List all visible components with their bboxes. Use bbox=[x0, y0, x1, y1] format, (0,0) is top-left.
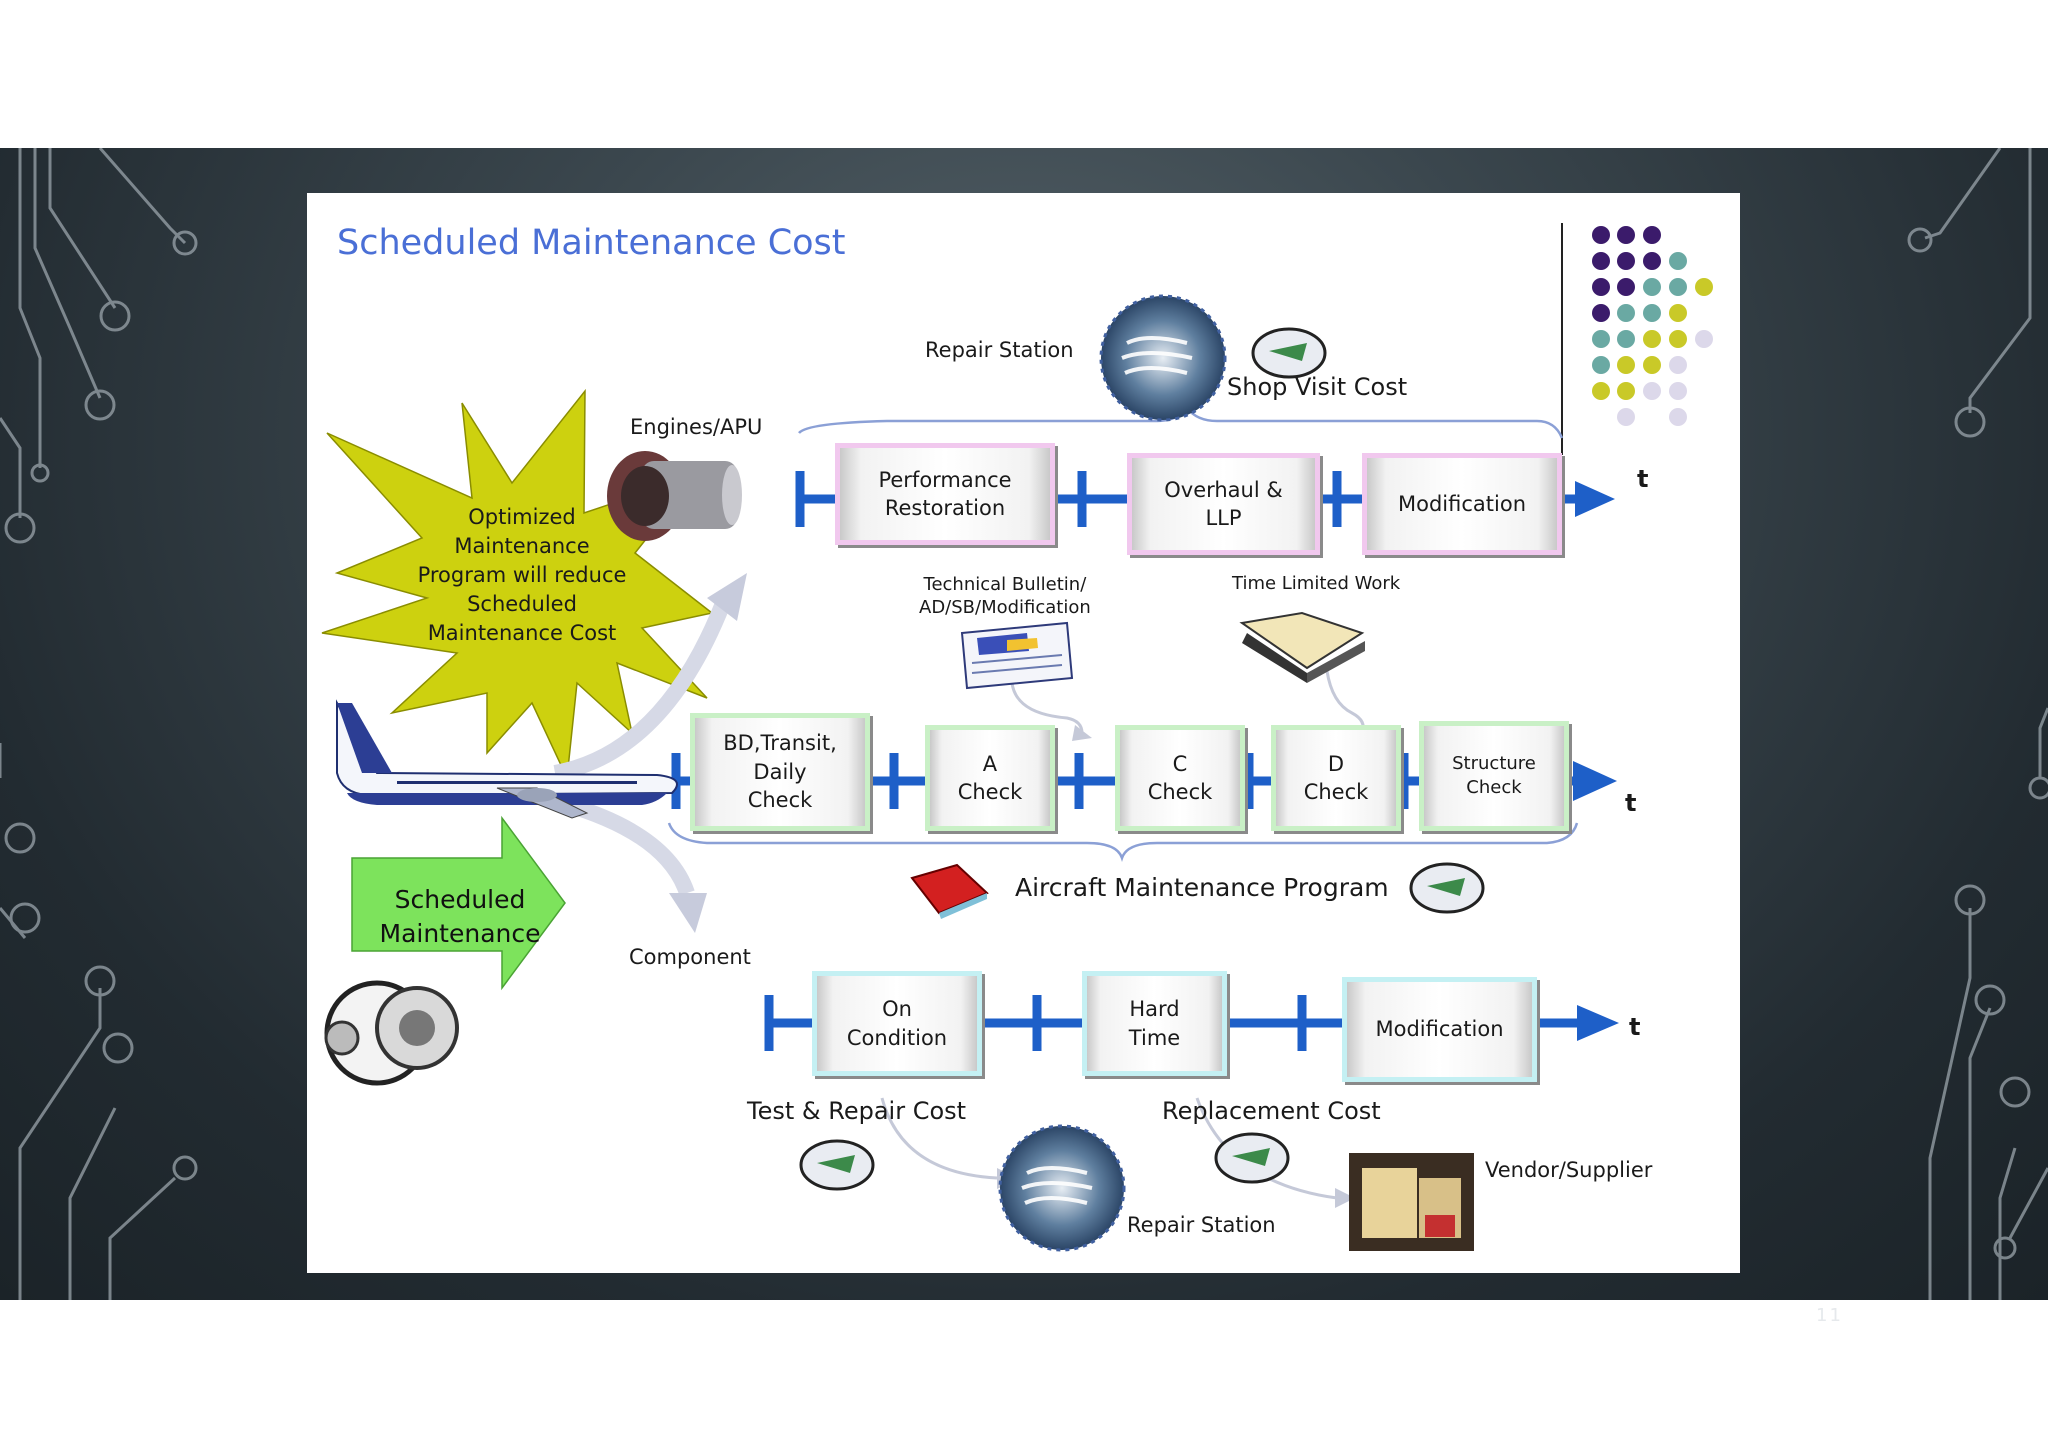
diagram-panel: Scheduled Maintenance Cost bbox=[307, 193, 1740, 1273]
airplane-icon bbox=[336, 699, 678, 819]
scheduled-maintenance-arrow bbox=[351, 815, 566, 991]
c-check-box: C Check bbox=[1115, 725, 1245, 831]
engine-timeline-arrow bbox=[1575, 481, 1615, 517]
component-icon bbox=[324, 980, 459, 1086]
arrow-to-engines bbox=[553, 590, 735, 781]
time-limited-work-label: Time Limited Work bbox=[1232, 573, 1401, 594]
vendor-supplier-label: Vendor/Supplier bbox=[1485, 1158, 1653, 1182]
diagram-graphics bbox=[321, 223, 1713, 1252]
performance-restoration-box: Performance Restoration bbox=[835, 443, 1055, 545]
component-modification-box: Modification bbox=[1342, 977, 1537, 1082]
hard-time-box: Hard Time bbox=[1082, 971, 1227, 1076]
repair-station-top-label: Repair Station bbox=[925, 338, 1074, 362]
technical-bulletin-icon bbox=[960, 621, 1074, 690]
d-check-box: D Check bbox=[1271, 725, 1401, 831]
aircraft-time-axis-label: t bbox=[1625, 789, 1637, 817]
structure-check-box: Structure Check bbox=[1419, 721, 1569, 831]
time-limited-work-icon bbox=[1239, 611, 1365, 683]
maintenance-manual-icon bbox=[910, 863, 989, 919]
overhaul-llp-box: Overhaul & LLP bbox=[1127, 453, 1320, 555]
slide-number: 11 bbox=[1816, 1305, 1843, 1326]
aircraft-bracket bbox=[667, 822, 1579, 862]
aircraft-maintenance-program-label: Aircraft Maintenance Program bbox=[1015, 873, 1389, 902]
vendor-warehouse-icon bbox=[1349, 1153, 1474, 1251]
burst-text: Optimized Maintenance Program will reduc… bbox=[417, 505, 627, 645]
engines-apu-label: Engines/APU bbox=[630, 415, 763, 439]
scheduled-maintenance-label: Scheduled Maintenance bbox=[379, 885, 541, 948]
circuit-decoration bbox=[0, 148, 2048, 1300]
repair-station-bottom-label: Repair Station bbox=[1127, 1213, 1276, 1237]
component-time-axis-label: t bbox=[1629, 1013, 1641, 1041]
a-check-box: A Check bbox=[925, 725, 1055, 831]
technical-bulletin-label: Technical Bulletin/ AD/SB/Modification bbox=[919, 574, 1091, 619]
component-timeline-arrow bbox=[1577, 1005, 1619, 1041]
arrow-to-component bbox=[559, 795, 695, 896]
engine-time-axis-label: t bbox=[1637, 465, 1649, 493]
diagram-title: Scheduled Maintenance Cost bbox=[337, 223, 846, 263]
aircraft-timeline-arrow bbox=[1573, 761, 1617, 801]
engine-modification-box: Modification bbox=[1362, 453, 1562, 555]
dot-grid-decoration bbox=[1592, 226, 1713, 426]
component-label: Component bbox=[629, 945, 751, 969]
repair-station-globe-top bbox=[1099, 294, 1227, 422]
on-condition-box: On Condition bbox=[812, 971, 982, 1076]
replacement-cost-label: Replacement Cost bbox=[1162, 1097, 1381, 1125]
repair-station-globe-bottom bbox=[998, 1124, 1126, 1252]
bd-transit-daily-check-box: BD,Transit, Daily Check bbox=[690, 713, 870, 831]
engine-icon bbox=[607, 451, 742, 541]
shop-visit-cost-label: Shop Visit Cost bbox=[1227, 373, 1408, 401]
test-repair-cost-label: Test & Repair Cost bbox=[747, 1097, 967, 1125]
